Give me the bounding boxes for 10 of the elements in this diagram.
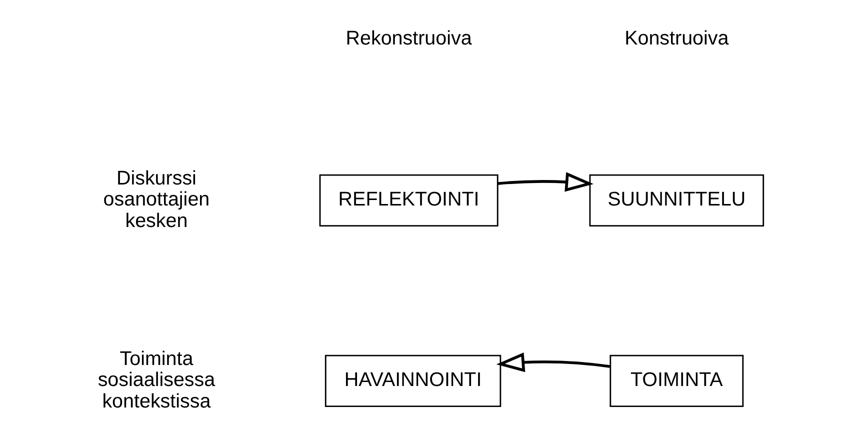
- label: Toiminta sosiaalisessa kontekstissa: [98, 348, 216, 412]
- node-box: REFLEKTOINTI: [319, 174, 498, 227]
- node-box: TOIMINTA: [610, 354, 744, 407]
- label: Konstruoiva: [624, 27, 729, 50]
- node-box: HAVAINNOINTI: [324, 354, 502, 407]
- label: Diskurssi osanottajien kesken: [103, 168, 210, 232]
- node-box: SUUNNITTELU: [589, 174, 764, 227]
- arrow: [496, 352, 610, 372]
- label: Rekonstruoiva: [346, 27, 472, 50]
- arrow: [498, 172, 594, 192]
